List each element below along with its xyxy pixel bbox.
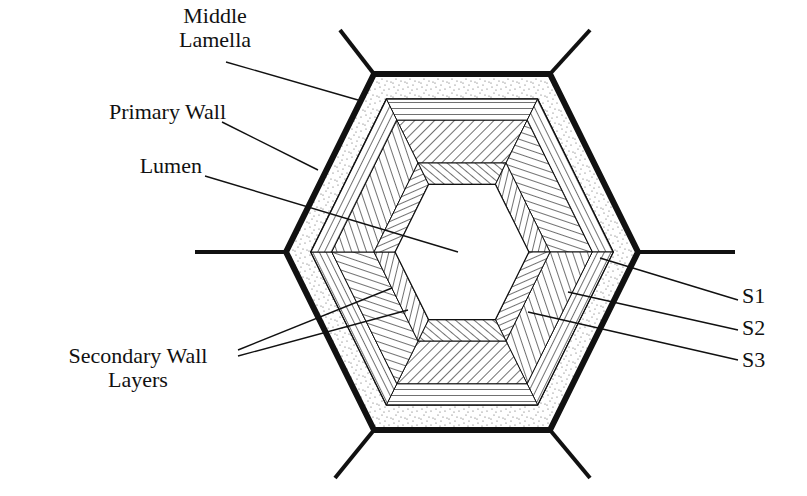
adjacent-cell-wall [195,250,286,254]
leader-line [226,62,358,100]
layer-label-box: S3 [742,348,792,372]
leader-line [222,122,318,170]
layer-label: S1 [742,283,765,308]
layer-label: S2 [742,315,765,340]
lumen [395,184,529,319]
adjacent-cell-wall [550,430,590,478]
adjacent-cell-wall [550,30,590,74]
leader-line [600,258,738,300]
part-label: Secondary Wall Layers [69,343,208,392]
leader-lines [205,62,738,360]
cell-wall [195,30,735,478]
leader-line [568,292,738,330]
layer-label-box: S2 [742,316,792,340]
leader-line [238,310,408,356]
primary-wall-edge [311,99,614,405]
part-label-box: Secondary Wall Layers [40,344,236,392]
leader-line [238,288,392,350]
leader-line [528,312,738,360]
layer-label-box: S1 [742,284,792,308]
adjacent-cell-wall [340,30,374,74]
s3-layer [418,320,506,341]
adjacent-cell-wall [638,250,735,254]
part-label-box: Lumen [130,154,202,178]
part-label-box: Primary Wall [96,100,226,124]
part-label: Middle Lamella [179,3,251,52]
s2-layer [397,341,527,384]
part-label-box: Middle Lamella [150,4,280,52]
layer-label: S3 [742,347,765,372]
middle-lamella [286,74,638,430]
part-label: Primary Wall [109,99,226,124]
s1-layer [386,99,537,120]
primary-wall [286,74,638,430]
s2-layer [397,120,527,163]
part-label: Lumen [140,153,202,178]
s3-layer [418,163,506,184]
adjacent-cell-wall [335,430,374,478]
s1-layer [386,384,537,405]
leader-line [205,176,458,252]
